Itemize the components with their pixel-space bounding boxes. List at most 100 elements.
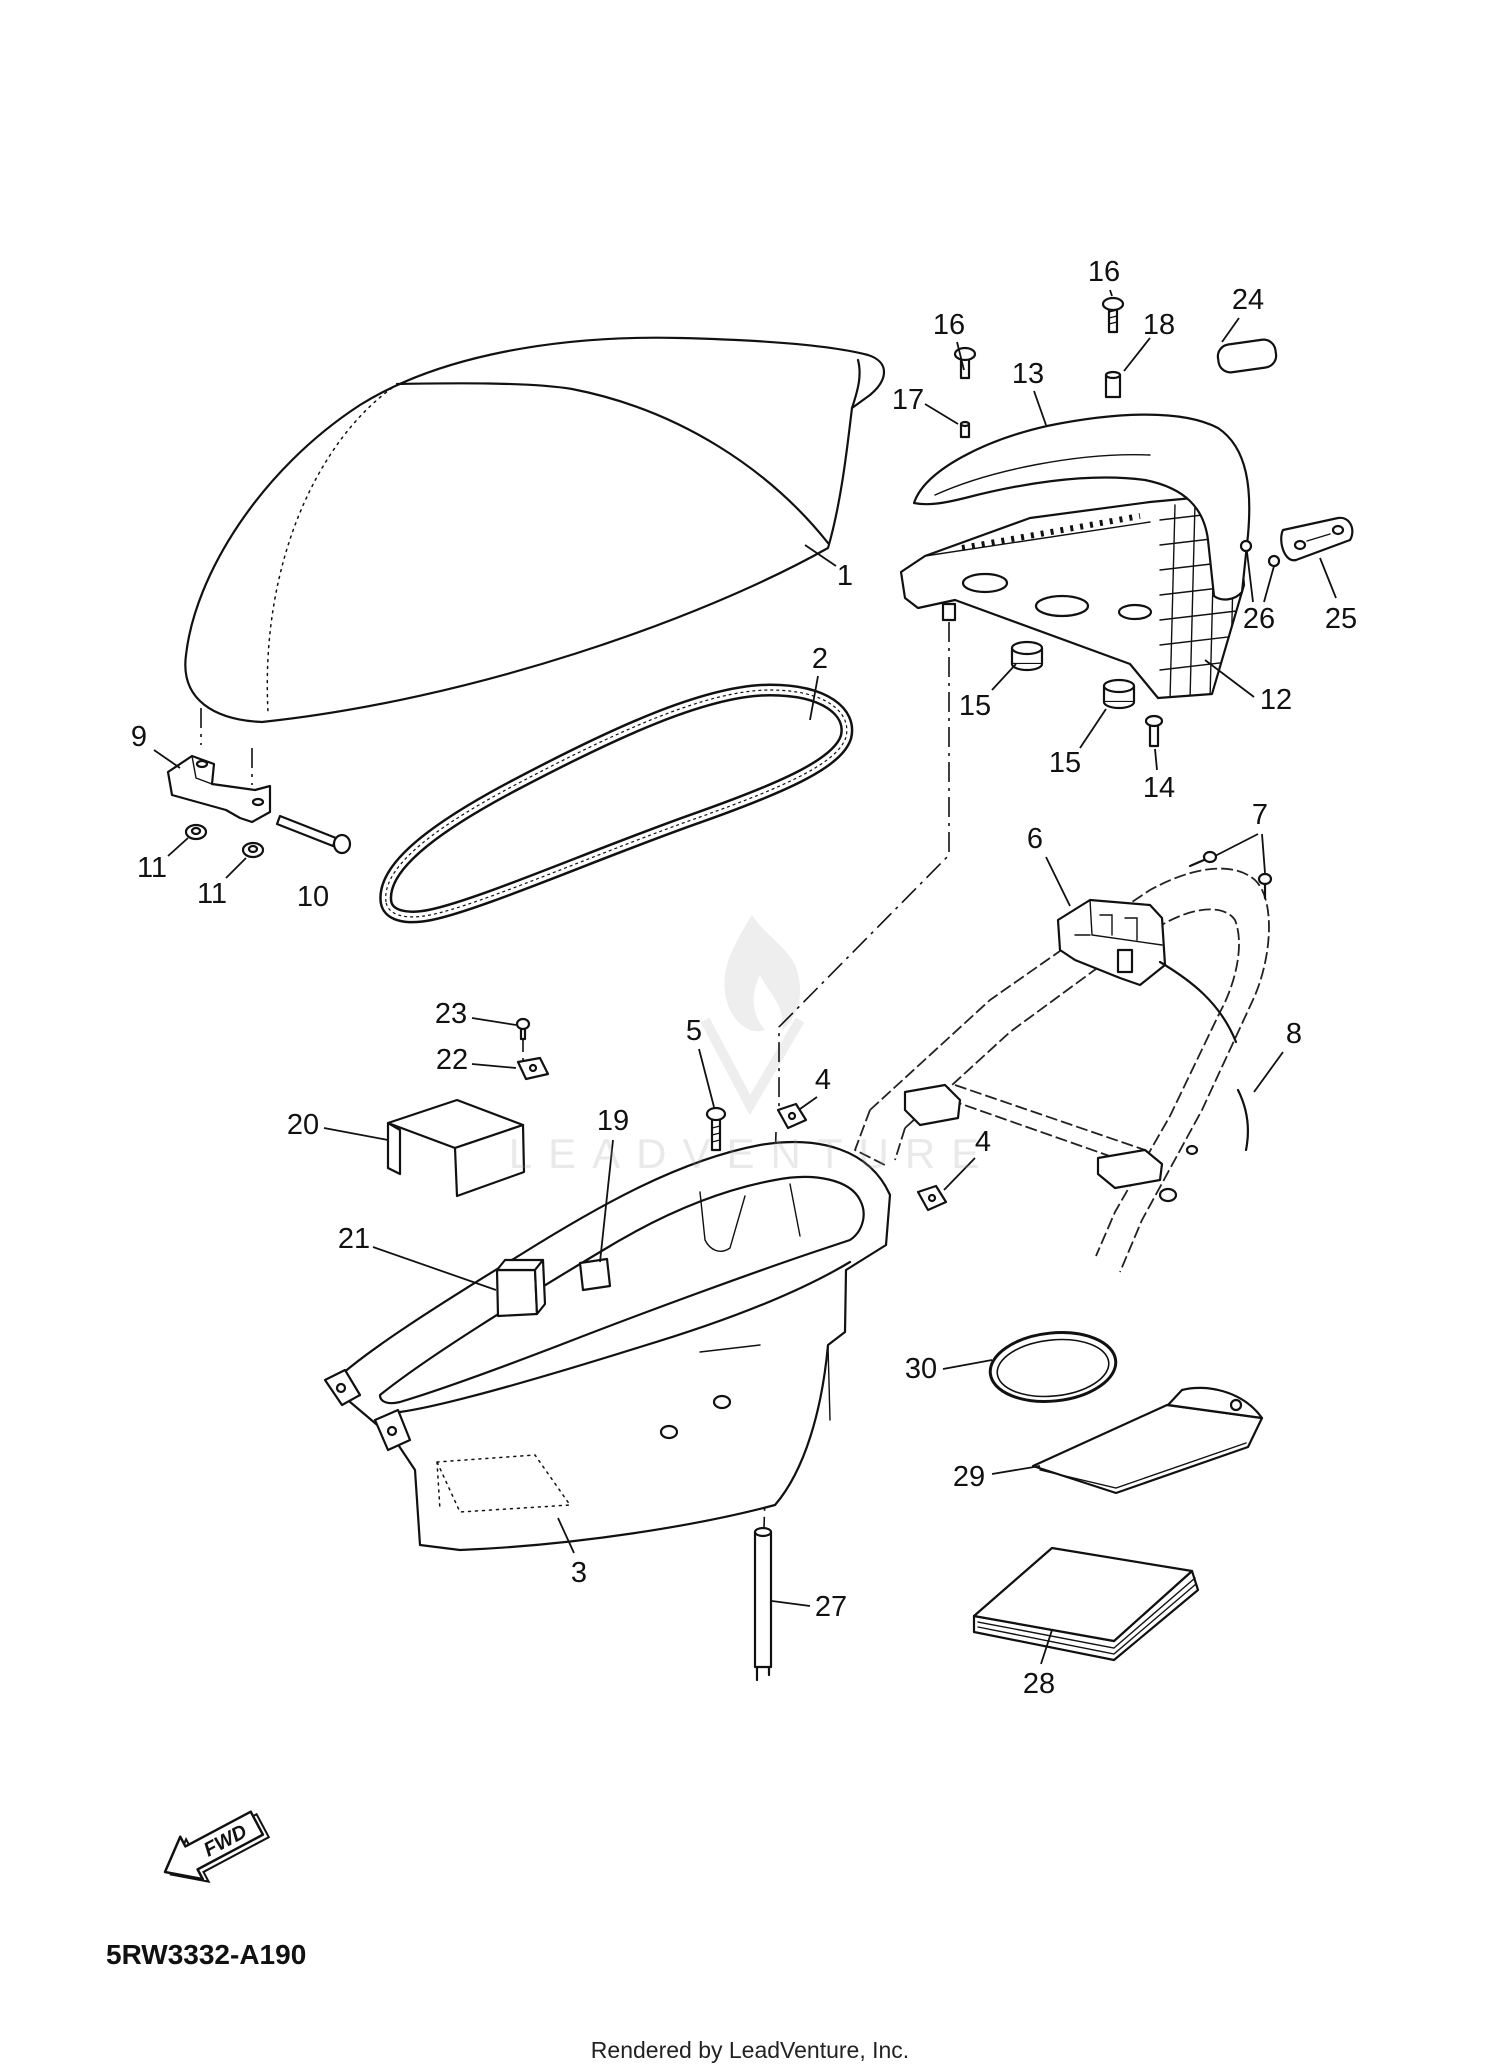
- callout-22[interactable]: 22: [436, 1044, 468, 1076]
- callout-12[interactable]: 12: [1260, 684, 1292, 716]
- seat-top-edge: [395, 382, 830, 545]
- seat-lock-details: [1074, 899, 1163, 946]
- screw-shaft: [1188, 858, 1206, 868]
- callout-30[interactable]: 30: [905, 1353, 937, 1385]
- box-side-edge: [699, 1344, 831, 1421]
- screw-head: [1257, 872, 1273, 886]
- seal-inner: [381, 686, 851, 921]
- part-15-bushing: [1010, 640, 1044, 672]
- callout-2[interactable]: 2: [812, 643, 828, 675]
- callout-3[interactable]: 3: [571, 1557, 587, 1589]
- assembly-line-main: [778, 622, 950, 1110]
- grab-bar-highlight: [934, 453, 1151, 496]
- leader-line: [942, 1359, 993, 1370]
- hinge-bracket-hole: [251, 797, 265, 807]
- part-15-bushing: [1102, 678, 1136, 710]
- callout-10[interactable]: 10: [297, 881, 329, 913]
- leader-line: [599, 1139, 614, 1263]
- leader-line: [153, 749, 181, 769]
- part-11-washer: [184, 823, 208, 841]
- callout-16[interactable]: 16: [1088, 256, 1120, 288]
- leader-line: [1246, 551, 1275, 603]
- callout-25[interactable]: 25: [1325, 603, 1357, 635]
- seat-outline: [184, 336, 885, 724]
- leader-line: [1221, 317, 1240, 343]
- callout-26[interactable]: 26: [1243, 603, 1275, 635]
- part-13-grab-bar: [912, 413, 1251, 601]
- callout-7[interactable]: 7: [1252, 799, 1268, 831]
- seal-texture: [385, 689, 848, 918]
- bag-edge: [1039, 1442, 1247, 1489]
- callout-18[interactable]: 18: [1143, 309, 1175, 341]
- seat-lock-latch: [1116, 948, 1134, 974]
- callout-17[interactable]: 17: [892, 384, 924, 416]
- callout-15[interactable]: 15: [959, 690, 991, 722]
- seat-lock-body: [1056, 898, 1167, 987]
- leader-line: [804, 544, 837, 567]
- callout-20[interactable]: 20: [287, 1109, 319, 1141]
- callout-6[interactable]: 6: [1027, 823, 1043, 855]
- washer-hole: [190, 826, 202, 836]
- watermark-logo: [700, 915, 805, 1116]
- footer-credit: Rendered by LeadVenture, Inc.: [591, 2037, 909, 2063]
- frame-outer-rail: [869, 867, 1270, 1273]
- callout-16[interactable]: 16: [933, 309, 965, 341]
- frame-bracket-right: [1096, 1148, 1164, 1190]
- leader-line: [1079, 708, 1107, 749]
- leader-line: [1154, 748, 1158, 771]
- part-3-storage-box: [323, 1141, 892, 1552]
- seat-tail-fold: [850, 358, 861, 410]
- callout-4[interactable]: 4: [975, 1126, 991, 1158]
- leader-line: [809, 675, 819, 721]
- tray-ridge: [924, 521, 1151, 557]
- bolt-thread: [711, 1125, 721, 1143]
- callout-21[interactable]: 21: [338, 1223, 370, 1255]
- callout-24[interactable]: 24: [1232, 284, 1264, 316]
- bushing-bottom: [1010, 663, 1044, 672]
- leader-line: [1040, 1629, 1053, 1665]
- pad-body: [1216, 338, 1278, 374]
- callout-1[interactable]: 1: [837, 560, 853, 592]
- callout-9[interactable]: 9: [131, 721, 147, 753]
- frame-hole: [1185, 1144, 1199, 1156]
- part-2-seal: [379, 683, 854, 924]
- callout-29[interactable]: 29: [953, 1461, 985, 1493]
- callout-23[interactable]: 23: [435, 998, 467, 1030]
- callout-5[interactable]: 5: [686, 1015, 702, 1047]
- hinge-bracket-body: [166, 754, 272, 824]
- frame-inner-rail: [904, 908, 1240, 1257]
- part-8-frame: [854, 867, 1270, 1273]
- leader-line: [557, 1517, 575, 1554]
- watermark-text: LEADVENTURE: [509, 1130, 995, 1177]
- part-16-bolt-left: [953, 346, 977, 380]
- callout-8[interactable]: 8: [1286, 1018, 1302, 1050]
- tray-opening: [1034, 594, 1090, 618]
- plate-hole: [1293, 539, 1307, 551]
- callout-4[interactable]: 4: [815, 1064, 831, 1096]
- callout-14[interactable]: 14: [1143, 772, 1175, 804]
- callout-13[interactable]: 13: [1012, 358, 1044, 390]
- frame-front-rail: [854, 1109, 906, 1166]
- callout-11[interactable]: 11: [197, 878, 227, 910]
- callout-19[interactable]: 19: [597, 1105, 629, 1137]
- washer: [1267, 554, 1281, 568]
- callout-28[interactable]: 28: [1023, 1668, 1055, 1700]
- part-21-block: [495, 1258, 547, 1318]
- box-hidden-pocket: [435, 1454, 572, 1513]
- hinge-bracket-fold: [191, 755, 213, 785]
- leader-line: [991, 663, 1017, 691]
- leader-line: [956, 341, 965, 371]
- washer-hole: [247, 844, 259, 854]
- block-front: [495, 1268, 539, 1318]
- leader-line: [1204, 659, 1255, 698]
- frame-hole: [1158, 1187, 1178, 1203]
- part-25-plate: [1280, 516, 1354, 562]
- box-flange-hole: [386, 1425, 398, 1437]
- fwd-arrow-icon: FWD: [163, 1810, 271, 1884]
- callout-15[interactable]: 15: [1049, 747, 1081, 779]
- callout-27[interactable]: 27: [815, 1591, 847, 1623]
- bracket-front-wall: [453, 1123, 526, 1198]
- callout-11[interactable]: 11: [137, 852, 167, 884]
- leader-line: [1109, 289, 1113, 297]
- part-11-washer: [241, 841, 265, 859]
